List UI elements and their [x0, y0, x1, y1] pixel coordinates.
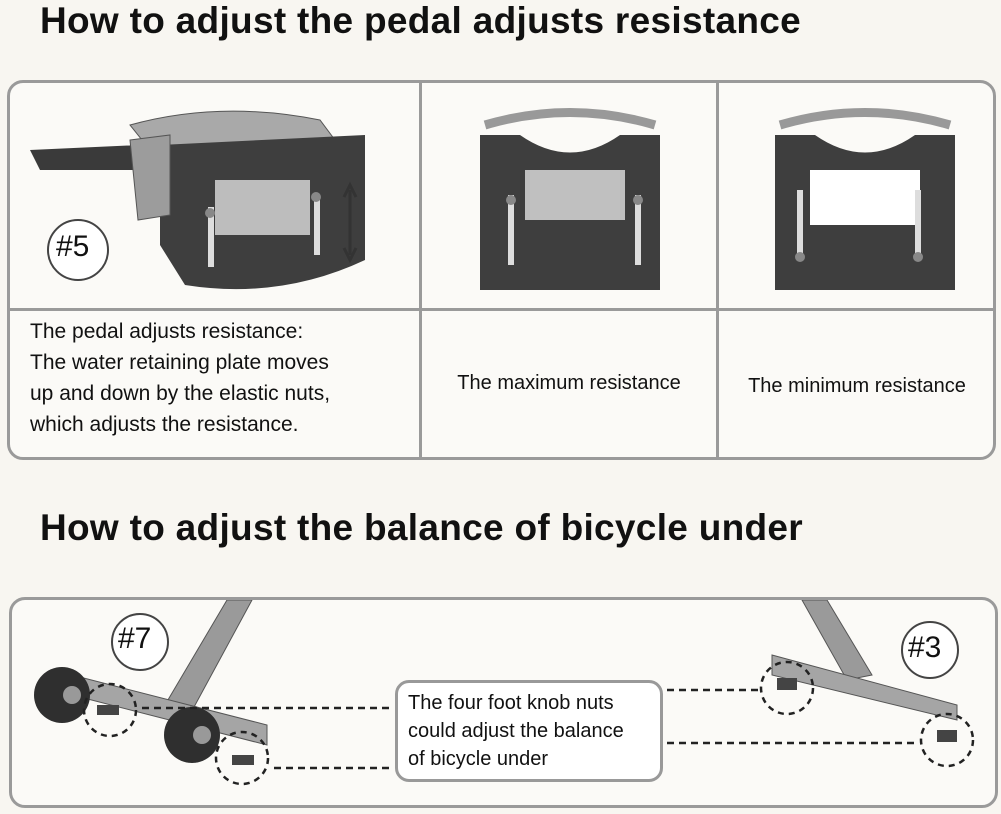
- description-line: which adjusts the resistance.: [30, 413, 299, 436]
- divider: [419, 83, 422, 457]
- divider: [10, 308, 993, 311]
- description-line: The pedal adjusts resistance:: [30, 320, 304, 343]
- bicycle-base-illustration: [34, 600, 975, 786]
- note-line: could adjust the balance: [408, 720, 624, 742]
- section2-title: How to adjust the balance of bicycle und…: [40, 507, 804, 548]
- max-resistance-label: The maximum resistance: [457, 372, 681, 394]
- badge-3: #3: [908, 631, 942, 664]
- badge-circle: [47, 219, 109, 281]
- description-line: The water retaining plate moves: [30, 351, 329, 374]
- note-line: The four foot knob nuts: [408, 692, 614, 714]
- pedal-description: The pedal adjusts resistance: The water …: [30, 316, 330, 440]
- pedal-max-illustration: [480, 108, 660, 290]
- min-resistance-label: The minimum resistance: [748, 374, 966, 397]
- divider: [716, 83, 719, 457]
- section1-title: How to adjust the pedal adjusts resistan…: [40, 0, 802, 41]
- badge-5: #5: [56, 230, 90, 263]
- badge-7: #7: [118, 622, 152, 655]
- description-line: up and down by the elastic nuts,: [30, 382, 331, 405]
- balance-note: The four foot knob nuts could adjust the…: [395, 680, 663, 782]
- pedal-side-illustration: [30, 110, 365, 290]
- pedal-min-illustration: [775, 108, 955, 290]
- note-line: of bicycle under: [408, 748, 549, 770]
